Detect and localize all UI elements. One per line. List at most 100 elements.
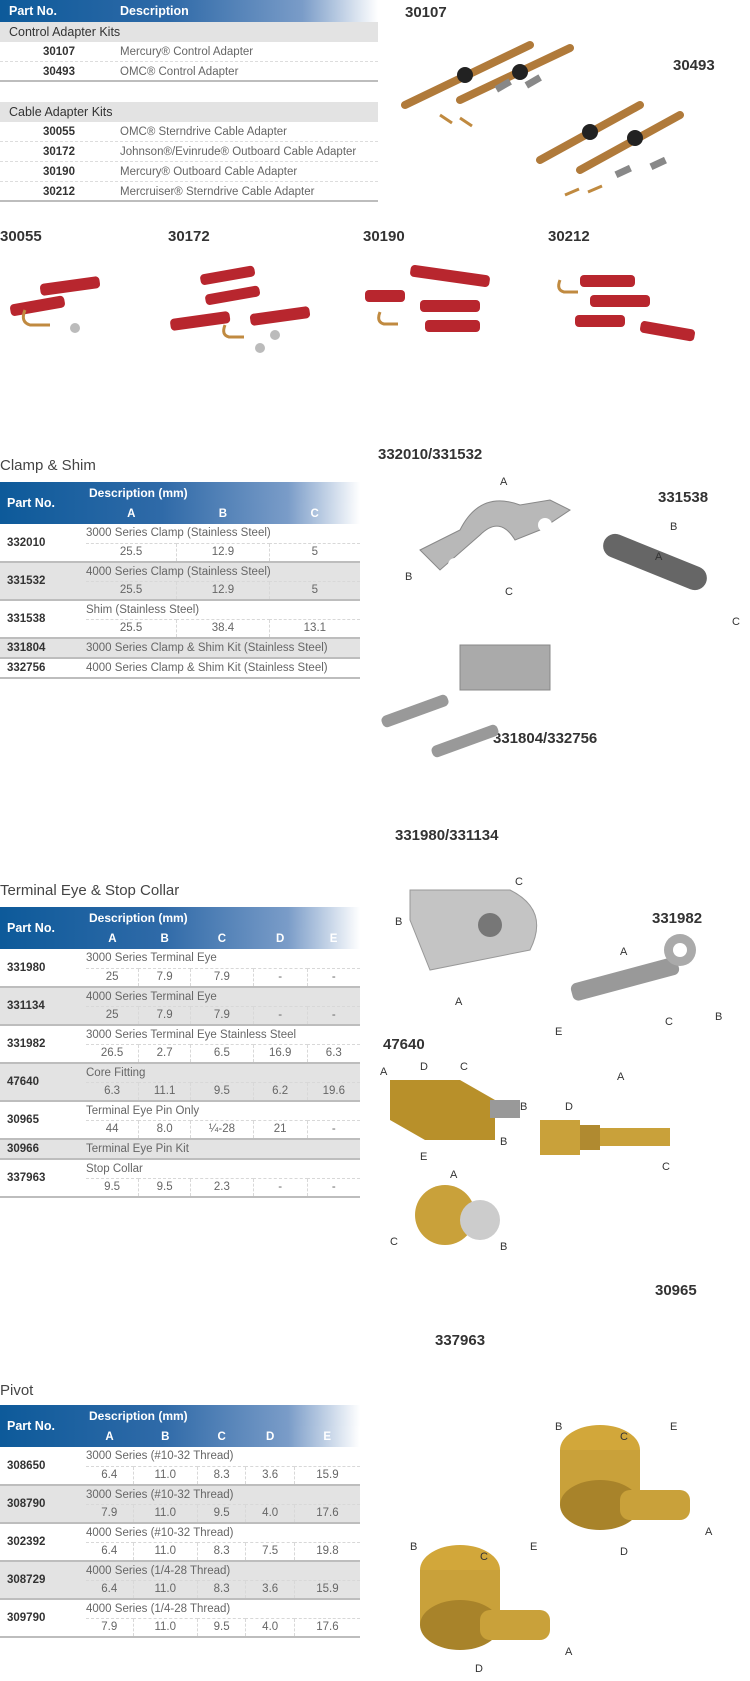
value-c: 9.5 [196,1504,246,1523]
description: Mercury® Control Adapter [120,46,254,58]
value-a: 25.5 [119,584,143,597]
table-row: 331980 3000 Series Terminal Eye [0,949,360,988]
dim-label: B [670,521,677,533]
description: Mercury® Outboard Cable Adapter [120,166,298,178]
table-row: 337963 Stop Collar [0,1159,360,1198]
table-row: 308790 3000 Series (#10-32 Thread) [0,1485,360,1524]
table-row: 331804 3000 Series Clamp & Shim Kit (Sta… [0,638,360,658]
image-label: 30055 [0,228,42,245]
table-row: 30172 Johnson®/Evinrude® Outboard Cable … [0,142,378,162]
col-b: B [218,507,228,520]
group-header: Cable Adapter Kits [0,102,378,122]
col-a: A [108,932,117,945]
value-e: 19.8 [293,1542,360,1561]
image-label: 331980/331134 [395,827,499,844]
image-label: 30493 [673,57,715,74]
part-number: 47640 [0,1063,86,1102]
table-header: Part No. Description (mm) [0,907,360,935]
value-c: 5 [268,581,360,600]
description: 3000 Series Terminal Eye Stainless Steel [86,1025,360,1045]
value-a: 26.5 [100,1047,124,1060]
value-c: 6.5 [190,1044,254,1063]
description: 3000 Series Clamp (Stainless Steel) [86,524,360,544]
value-b: 11.0 [132,1466,198,1485]
value-c: 8.3 [196,1542,246,1561]
part-number: 302392 [0,1523,86,1562]
col-c: C [310,507,319,520]
col-d: D [266,1430,275,1443]
part-number: 308729 [0,1561,86,1600]
value-e: - [306,1006,360,1025]
col-part-no: Part No. [7,921,55,935]
part-number: 309790 [0,1599,86,1638]
value-b: 2.7 [138,1044,191,1063]
dim-label: C [515,876,523,888]
table-row: 30212 Mercruiser® Sterndrive Cable Adapt… [0,182,378,202]
description: Terminal Eye Pin Only [86,1101,360,1121]
dim-label: A [380,1066,388,1078]
col-e: E [329,932,338,945]
table-row: 331532 4000 Series Clamp (Stainless Stee… [0,562,360,601]
value-c: 2.3 [190,1178,254,1197]
value-e: 15.9 [293,1466,360,1485]
value-a: 7.9 [101,1507,118,1520]
col-d: D [276,932,285,945]
value-b: 7.9 [138,968,191,987]
dim-label: E [420,1151,427,1163]
dim-label: D [420,1061,428,1073]
section-title: Terminal Eye & Stop Collar [0,882,180,899]
dim-label: D [565,1101,573,1113]
table-row: 30966 Terminal Eye Pin Kit [0,1139,360,1159]
value-d: 16.9 [252,1044,308,1063]
value-a: 25.5 [119,622,143,635]
value-a: 6.4 [101,1583,118,1596]
dim-label: C [390,1236,398,1248]
part-number: 332010 [0,524,86,563]
col-a: A [127,507,136,520]
col-description: Description (mm) [89,1408,188,1423]
value-d: 3.6 [245,1466,295,1485]
description: Stop Collar [86,1159,360,1179]
table-row: 332756 4000 Series Clamp & Shim Kit (Sta… [0,658,360,678]
image-label: 30212 [548,228,590,245]
description: OMC® Control Adapter [120,66,239,78]
value-e: 19.6 [306,1082,360,1101]
value-d: 6.2 [252,1082,308,1101]
part-number: 331532 [0,562,86,601]
col-c: C [217,932,227,945]
table-header: Part No. Description (mm) [0,1405,360,1433]
dim-label: E [530,1541,537,1553]
table-row: 30107 Mercury® Control Adapter [0,42,378,62]
value-a: 6.3 [104,1085,121,1098]
part-number: 331538 [0,600,86,639]
dim-label: B [715,1011,722,1023]
dim-label: C [662,1161,670,1173]
control-adapter-30107 [401,41,574,128]
description: 3000 Series (#10-32 Thread) [86,1485,360,1505]
part-number: 331980 [0,949,86,988]
value-b: 11.0 [132,1618,198,1637]
dim-label: E [670,1421,677,1433]
value-a: 6.4 [101,1545,118,1558]
clamp-shim-diagram: ABC BAC [381,476,740,758]
dim-label: C [665,1016,673,1028]
table-row: 30055 OMC® Sterndrive Cable Adapter [0,122,378,142]
value-b: 11.0 [132,1580,198,1599]
dim-label: D [620,1546,628,1558]
dim-label: E [555,1026,562,1038]
value-c: 9.5 [190,1082,254,1101]
value-d: 4.0 [245,1504,295,1523]
col-description: Description [120,4,189,18]
dim-label: A [620,946,628,958]
dim-label: C [460,1061,468,1073]
description: Johnson®/Evinrude® Outboard Cable Adapte… [120,146,357,158]
description: 3000 Series (#10-32 Thread) [86,1447,360,1467]
control-adapter-30493 [536,101,684,197]
image-label: 331804/332756 [493,730,598,747]
description: 3000 Series Clamp & Shim Kit (Stainless … [86,642,328,654]
dim-label: B [555,1421,562,1433]
value-c: ¼-28 [190,1120,254,1139]
